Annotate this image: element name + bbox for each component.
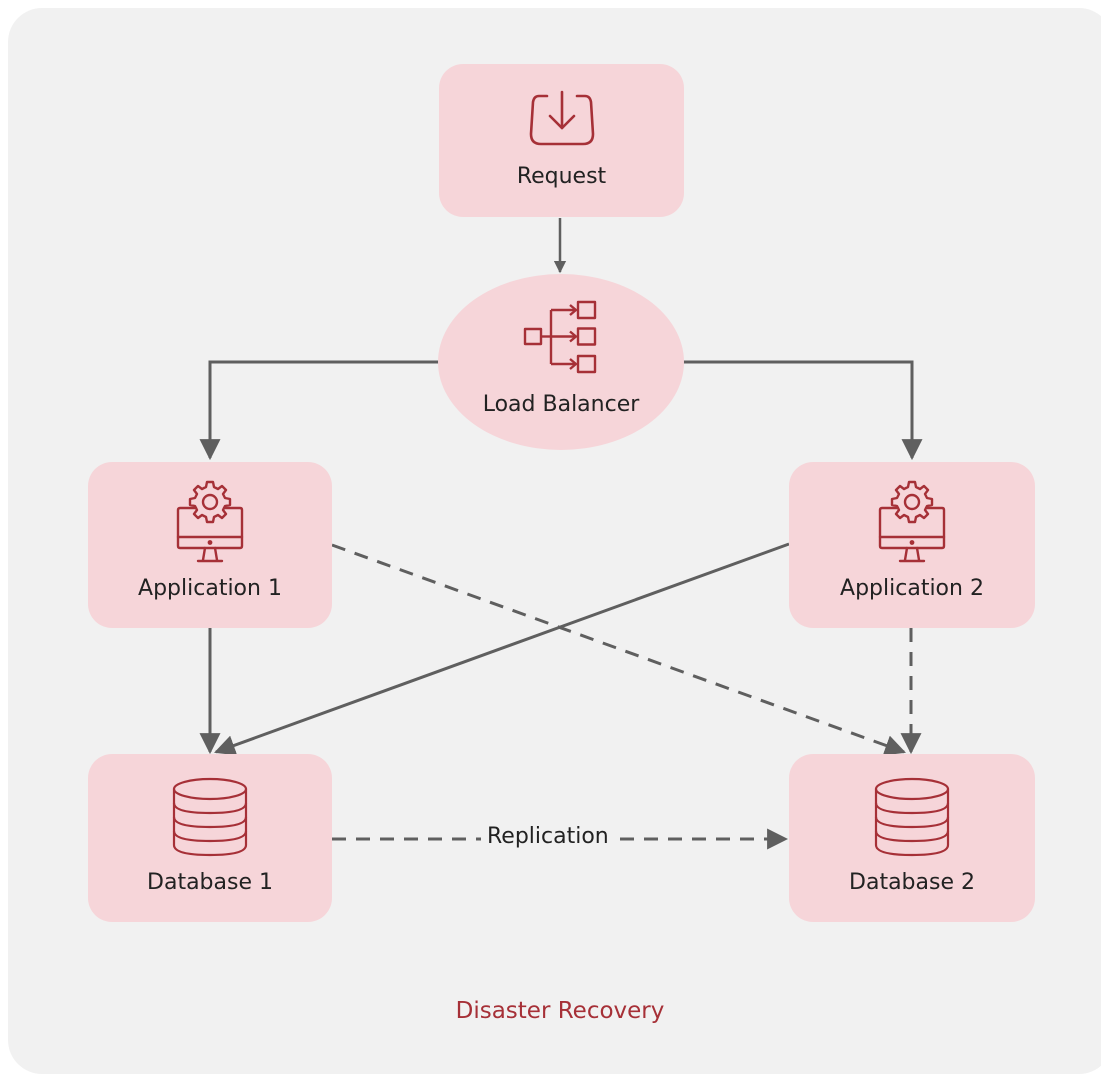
- edge-app2-to-db1: [214, 542, 790, 756]
- database-icon: [874, 777, 950, 857]
- node-database-1: Database 1: [88, 754, 332, 922]
- node-request-label: Request: [516, 164, 607, 189]
- replication-edge-label: Replication: [481, 824, 615, 849]
- node-application-2: Application 2: [789, 462, 1035, 628]
- inbox-download-icon: [529, 90, 594, 146]
- monitor-gear-icon: [878, 480, 946, 563]
- node-load-balancer-label: Load Balancer: [482, 392, 640, 417]
- diagram-footer-title: Disaster Recovery: [455, 998, 665, 1024]
- monitor-gear-icon: [176, 480, 244, 563]
- edge-load-balancer-to-app1: [199, 360, 440, 461]
- node-load-balancer: Load Balancer: [438, 274, 684, 450]
- node-request: Request: [439, 64, 684, 217]
- node-application-2-label: Application 2: [840, 576, 984, 601]
- load-balancer-icon: [523, 300, 597, 374]
- node-database-2-label: Database 2: [849, 870, 975, 895]
- node-application-1-label: Application 1: [138, 576, 282, 601]
- edge-load-balancer-to-app2: [683, 360, 923, 461]
- node-application-1: Application 1: [88, 462, 332, 628]
- edge-app1-to-db2: [331, 543, 906, 756]
- node-database-2: Database 2: [789, 754, 1035, 922]
- database-icon: [172, 777, 248, 857]
- node-database-1-label: Database 1: [147, 870, 273, 895]
